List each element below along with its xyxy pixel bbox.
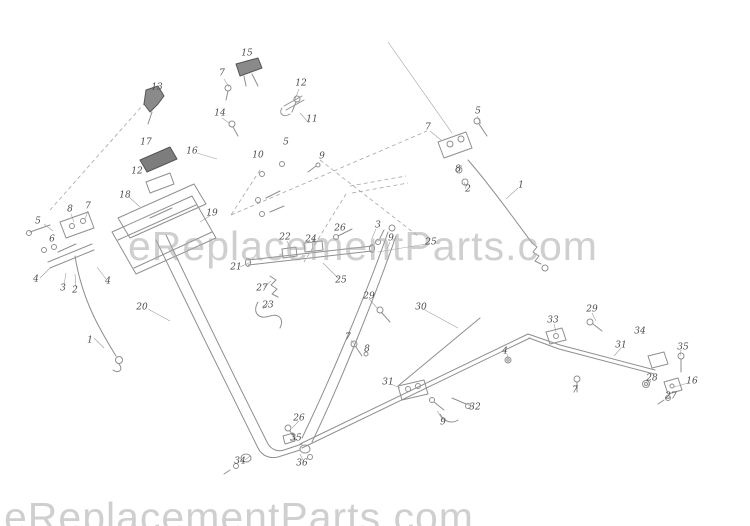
part-number-callout: 3: [60, 283, 66, 294]
part-number-callout: 16: [186, 146, 198, 157]
part-number-callout: 7: [572, 385, 578, 396]
part-number-callout: 25: [335, 275, 347, 286]
part-number-callout: 1: [87, 335, 93, 346]
part-number-callout: 7: [425, 122, 431, 133]
part-number-callout: 25: [425, 237, 437, 248]
part-number-callout: 12: [131, 166, 143, 177]
part-number-callout: 5: [475, 106, 481, 117]
part-number-callout: 4: [33, 274, 39, 285]
part-number-callout: 9: [319, 151, 325, 162]
part-number-callout: 36: [296, 458, 308, 469]
part-number-callout: 8: [364, 344, 370, 355]
part-number-callout: 22: [279, 232, 291, 243]
part-number-callout: 16: [686, 376, 698, 387]
part-number-callout: 34: [234, 456, 246, 467]
part-number-callout: 5: [35, 216, 41, 227]
part-number-callout: 8: [455, 164, 461, 175]
part-number-callout: 27: [256, 283, 268, 294]
part-number-callout: 31: [382, 377, 394, 388]
part-number-callout: 31: [615, 340, 627, 351]
part-number-callout: 5: [283, 137, 289, 148]
part-number-callout: 19: [206, 208, 218, 219]
part-number-callout: 4: [502, 346, 508, 357]
part-number-callout: 30: [415, 302, 427, 313]
part-number-callout: 26: [334, 223, 346, 234]
part-number-callout: 2: [465, 184, 471, 195]
part-number-callout: 29: [363, 291, 375, 302]
part-number-callout: 2: [72, 285, 78, 296]
part-number-callout: 35: [290, 433, 302, 444]
part-number-callout: 4: [105, 276, 111, 287]
part-number-callout: 20: [136, 302, 148, 313]
part-number-callout: 34: [634, 326, 646, 337]
part-number-callout: 21: [230, 262, 242, 273]
part-number-callout: 3: [375, 220, 381, 231]
part-number-callout: 28: [646, 373, 658, 384]
part-number-callout: 9: [440, 417, 446, 428]
part-number-callout: 9: [388, 233, 394, 244]
part-number-callout: 33: [547, 315, 559, 326]
part-number-callout: 7: [345, 332, 351, 343]
part-number-callout: 24: [305, 234, 317, 245]
part-number-callout: 7: [219, 68, 225, 79]
part-number-callout: 14: [214, 108, 226, 119]
part-number-callout: 35: [677, 342, 689, 353]
part-number-callout: 26: [293, 413, 305, 424]
part-number-callout: 12: [295, 78, 307, 89]
part-number-callout: 18: [119, 190, 131, 201]
part-number-callout: 11: [306, 114, 318, 125]
part-number-callout: 17: [140, 137, 152, 148]
part-number-callout: 15: [241, 48, 253, 59]
part-number-callout: 13: [151, 82, 163, 93]
part-number-callout: 1: [518, 180, 524, 191]
part-number-callout: 32: [469, 402, 481, 413]
part-number-callout: 6: [49, 234, 55, 245]
part-number-callout: 8: [67, 204, 73, 215]
part-number-callout: 27: [665, 391, 677, 402]
part-number-callout: 29: [586, 304, 598, 315]
part-number-callout: 10: [252, 150, 264, 161]
part-number-callout: 7: [85, 201, 91, 212]
part-number-callout: 23: [262, 300, 274, 311]
